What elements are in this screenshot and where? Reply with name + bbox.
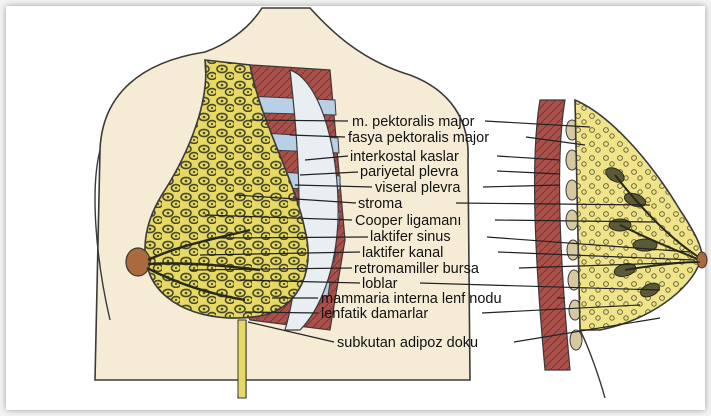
- label-retromammillary-bursa: retromamiller bursa: [354, 261, 480, 277]
- label-visceral-pleura: viseral plevra: [375, 180, 461, 196]
- label-parietal-pleura: pariyetal plevra: [360, 164, 459, 180]
- label-subcutaneous-fat: subkutan adipoz doku: [337, 335, 478, 351]
- sagittal-view: [535, 100, 707, 398]
- label-pectoralis-major: m. pektoralis major: [352, 114, 475, 130]
- label-cooper-ligament: Cooper ligamanı: [355, 213, 461, 229]
- label-lobules: loblar: [362, 276, 398, 292]
- label-lactiferous-sinus: laktifer sinus: [370, 229, 451, 245]
- label-intercostal-muscles: interkostal kaslar: [350, 149, 459, 165]
- nipple-sagittal: [697, 252, 707, 268]
- label-stroma: stroma: [358, 196, 403, 212]
- label-lactiferous-duct: laktifer kanal: [362, 245, 443, 261]
- breast-sagittal: [575, 100, 702, 330]
- sagittal-lower-skin: [580, 330, 605, 398]
- label-lymphatic-vessels: lenfatik damarlar: [321, 306, 428, 322]
- label-fascia-pectoralis: fasya pektoralis major: [348, 130, 489, 146]
- label-internal-mammary-node: mammaria interna lenf nodu: [321, 291, 502, 307]
- nipple-frontal: [126, 248, 150, 276]
